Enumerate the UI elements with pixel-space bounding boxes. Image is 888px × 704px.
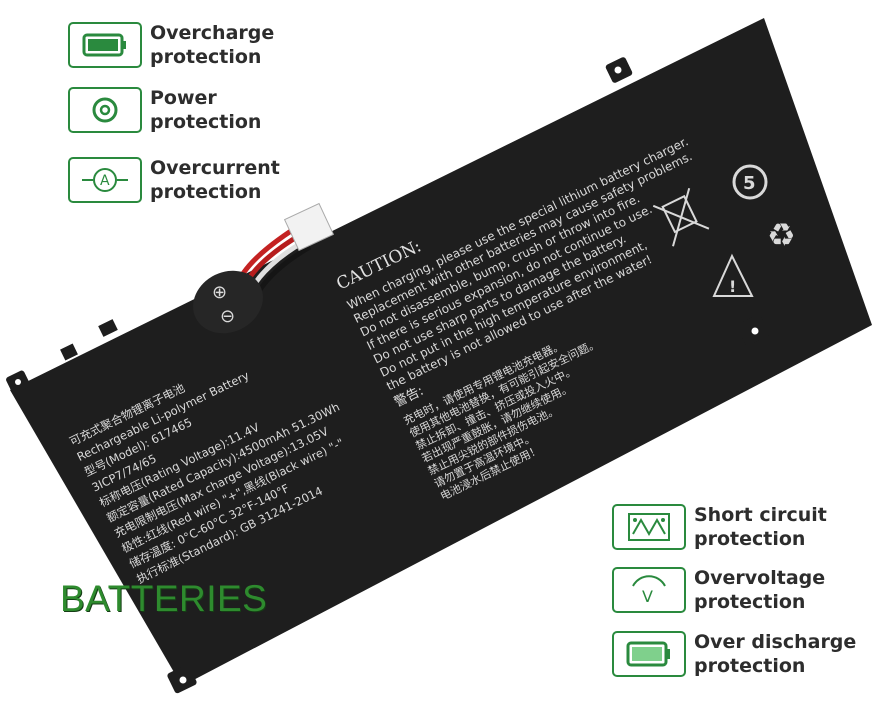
feature-label-line2: protection — [150, 181, 262, 203]
circuit-board-icon — [612, 504, 686, 550]
weee-bin-icon — [652, 187, 710, 247]
svg-text:!: ! — [729, 277, 736, 296]
brand-logo-text: BATTERIES — [60, 578, 268, 619]
battery-low-icon — [612, 631, 686, 677]
feature-label-line1: Overvoltage — [694, 567, 826, 589]
feature-label-line1: Power — [150, 87, 217, 109]
feature-label-line1: Over discharge — [694, 631, 857, 653]
feature-label-line1: Short circuit — [694, 504, 827, 526]
recycle-arrows-icon: ♻ — [767, 216, 796, 254]
feature-label-line2: protection — [694, 655, 806, 677]
feature-label-line1: Overcharge — [150, 22, 275, 44]
svg-text:♻: ♻ — [767, 216, 796, 254]
ammeter-icon: A — [68, 157, 142, 203]
voltmeter-icon: V — [612, 567, 686, 613]
power-ring-icon — [68, 87, 142, 133]
battery-body — [6, 18, 872, 694]
battery-full-icon — [68, 22, 142, 68]
recycle-cycle-icon: 5 — [732, 164, 768, 200]
feature-label-line2: protection — [150, 111, 262, 133]
feature-label-line2: protection — [694, 528, 806, 550]
svg-text:⊕: ⊕ — [212, 282, 227, 303]
warning-triangle-icon: ! — [712, 253, 754, 297]
svg-text:⊖: ⊖ — [220, 306, 235, 327]
svg-text:5: 5 — [743, 173, 756, 194]
battery-terminal-icons: ⊕ ⊖ — [212, 282, 235, 327]
feature-label-line2: protection — [150, 46, 262, 68]
svg-text:V: V — [642, 587, 653, 606]
svg-text:A: A — [100, 173, 110, 189]
feature-label-line1: Overcurrent — [150, 157, 280, 179]
feature-label-line2: protection — [694, 591, 806, 613]
